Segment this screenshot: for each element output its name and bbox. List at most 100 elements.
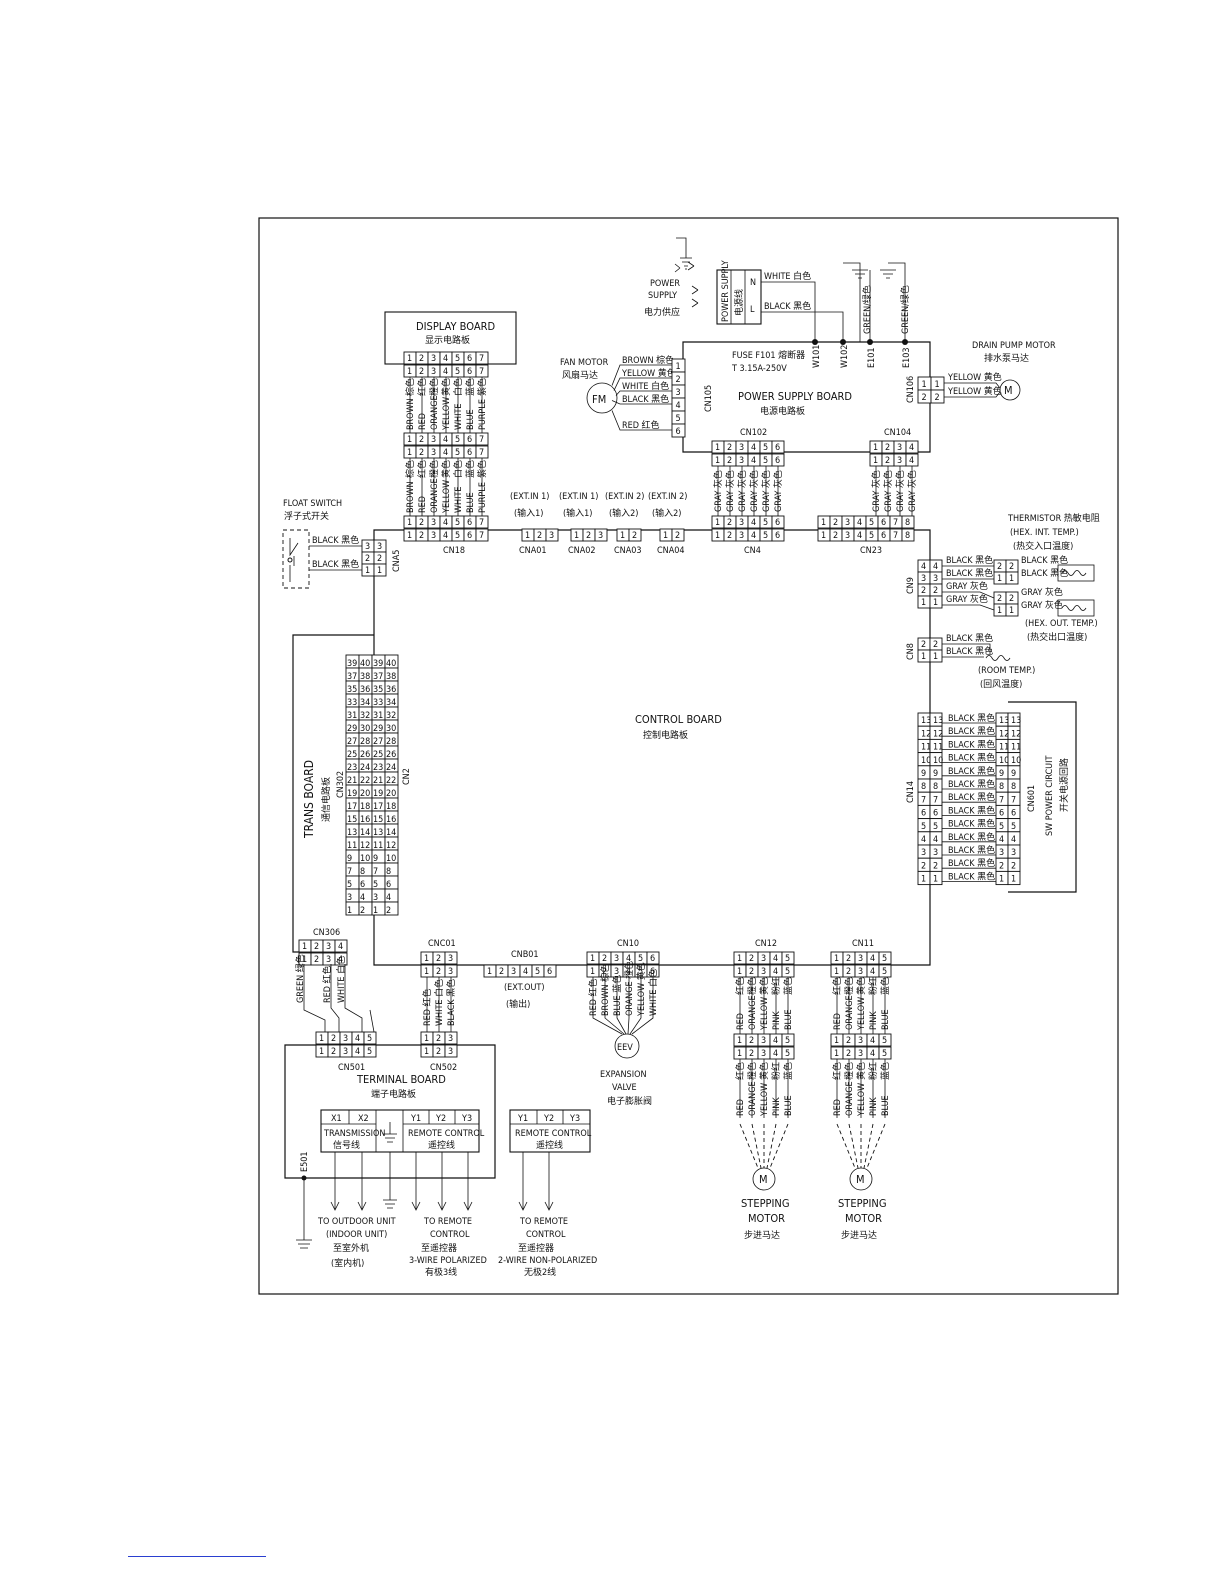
cn106-pin-number: 1 bbox=[922, 380, 927, 390]
gray-wire-label: GRAY 灰色 bbox=[870, 470, 882, 512]
cn14b-pin-number: 2 bbox=[933, 861, 938, 871]
display-wire-color: RED bbox=[418, 496, 428, 513]
eev-wire-label: WHITE 白色 bbox=[647, 969, 659, 1016]
display-wire-color: WHITE bbox=[454, 486, 464, 513]
cn306-pin-number: 3 bbox=[326, 942, 331, 952]
cn601b-pin-number: 11 bbox=[1011, 743, 1021, 753]
trans-wire-white: WHITE 白色 bbox=[335, 956, 347, 1003]
cn23-pin-number: 7 bbox=[893, 518, 898, 528]
fan-wire-label: YELLOW 黄色 bbox=[621, 367, 676, 379]
cn23b-pin-number: 5 bbox=[869, 531, 874, 541]
cn18b-pin-number: 6 bbox=[467, 531, 472, 541]
dest-remote2-l4: 2-WIRE NON-POLARIZED bbox=[498, 1256, 597, 1266]
cn306b-pin bbox=[334, 952, 348, 966]
power-supply-label-cn: 电力供应 bbox=[644, 306, 680, 318]
display-wire-cn: 红色 bbox=[416, 460, 428, 478]
fan-motor-symbol bbox=[586, 382, 618, 414]
step-conn-pin-number: 1 bbox=[737, 954, 742, 964]
cn23-pin-number: 8 bbox=[905, 518, 910, 528]
cn102b-pin-number: 4 bbox=[751, 456, 756, 466]
cnc01-pin-number: 3 bbox=[448, 954, 453, 964]
step-wire-color: YELLOW bbox=[760, 1083, 770, 1117]
cn106b-pin-number: 1 bbox=[935, 380, 940, 390]
cn4b-pin-number: 4 bbox=[751, 531, 756, 541]
cn601-pin-number: 13 bbox=[999, 716, 1009, 726]
cn501-pin-number: 1 bbox=[319, 1034, 324, 1044]
cn2-pin-number: 28 bbox=[386, 737, 396, 747]
cn501b-pin-number: 2 bbox=[331, 1047, 336, 1057]
therm2b-pin-number: 2 bbox=[1009, 594, 1014, 604]
terminal2-y2: Y2 bbox=[543, 1114, 554, 1124]
cn2-pin-number: 13 bbox=[347, 828, 357, 838]
gray-wire-label: GRAY 灰色 bbox=[894, 470, 906, 512]
cn4b-pin bbox=[771, 528, 785, 542]
cn601b-pin bbox=[1007, 870, 1021, 886]
power-plug-label-cn: 电源线 bbox=[733, 289, 745, 316]
hex-out-label: (HEX. OUT. TEMP.) bbox=[1025, 619, 1098, 629]
therm1b-pin-number: 2 bbox=[1009, 562, 1014, 572]
therm1b-pin bbox=[1005, 571, 1019, 585]
cn23-pin-number: 2 bbox=[833, 518, 838, 528]
step-wire-cn: 黄色 bbox=[855, 1062, 867, 1080]
step-wire-cn: 橙色 bbox=[843, 977, 855, 995]
cn2-pin-number: 23 bbox=[347, 763, 357, 773]
display-mid2-pin-number: 3 bbox=[431, 448, 436, 458]
trans-wire-red: RED 红色 bbox=[321, 965, 333, 1003]
hex-out-label-cn: (热交出口温度) bbox=[1027, 631, 1087, 643]
display-top2-pin-number: 1 bbox=[407, 367, 412, 377]
cn2-pin-number: 31 bbox=[347, 711, 357, 721]
cn102b-pin-number: 2 bbox=[727, 456, 732, 466]
cn102-pin-number: 6 bbox=[775, 443, 780, 453]
step-wire-dash bbox=[739, 1123, 759, 1169]
eev-wire bbox=[616, 977, 627, 1035]
cn9b-pin-number: 4 bbox=[933, 562, 938, 572]
cn601-pin-number: 5 bbox=[999, 822, 1004, 832]
footer-rule bbox=[128, 1556, 266, 1557]
cn14-pin-number: 4 bbox=[921, 835, 926, 845]
power-plug bbox=[716, 269, 762, 325]
cn2-pin-number: 6 bbox=[360, 880, 365, 890]
cna5b-pin-number: 2 bbox=[377, 554, 382, 564]
step-conn-pin-number: 5 bbox=[882, 954, 887, 964]
cn14b-pin-number: 10 bbox=[933, 756, 943, 766]
step-conn-pin-number: 5 bbox=[785, 967, 790, 977]
eev-label1: EXPANSION bbox=[600, 1070, 647, 1080]
drain-pump-symbol-text: M bbox=[1004, 384, 1013, 397]
display-wire-cn: 蓝色 bbox=[464, 460, 476, 478]
cn23b-pin-number: 3 bbox=[845, 531, 850, 541]
therm-wire: GRAY 灰色 bbox=[946, 580, 988, 592]
cn14b-pin-number: 1 bbox=[933, 875, 938, 885]
step-wire-cn: 粉红 bbox=[867, 1062, 879, 1080]
terminal-x2: X2 bbox=[358, 1114, 369, 1124]
remote-label-cn: 遥控线 bbox=[428, 1139, 455, 1151]
step-conn-pin-number: 5 bbox=[882, 1036, 887, 1046]
cna5-pin-number: 1 bbox=[365, 566, 370, 576]
cn14b-pin-number: 4 bbox=[933, 835, 938, 845]
cn14-wire-label: BLACK 黑色 bbox=[948, 765, 995, 777]
dest-remote3-l3: 至遥控器 bbox=[421, 1242, 457, 1254]
cn2-pin-number: 16 bbox=[386, 815, 396, 825]
thermistor-coil bbox=[1061, 570, 1087, 576]
step-wire-cn: 橙色 bbox=[746, 1062, 758, 1080]
cn10b-pin-number: 1 bbox=[590, 967, 595, 977]
cnb01-pin bbox=[543, 964, 557, 978]
display-top-pin-number: 5 bbox=[455, 354, 460, 364]
cn18-pin-number: 4 bbox=[443, 518, 448, 528]
display-wire-cn: 蓝色 bbox=[464, 378, 476, 396]
cn14b-pin bbox=[929, 870, 943, 886]
cn601b-pin-number: 3 bbox=[1011, 848, 1016, 858]
ground-symbol-top bbox=[676, 237, 692, 267]
step-conn-pin bbox=[878, 951, 892, 965]
dest-remote3-l1: TO REMOTE bbox=[423, 1217, 472, 1227]
cn2-pin-number: 1 bbox=[347, 906, 352, 916]
display-mid-pin-number: 6 bbox=[467, 435, 472, 445]
cn8-pin-number: 1 bbox=[921, 652, 926, 662]
cn14-pin-number: 7 bbox=[921, 795, 926, 805]
terminal-lead-arrow bbox=[330, 1201, 340, 1211]
point-e103: E103 bbox=[902, 347, 912, 368]
step-conn-pin-number: 3 bbox=[858, 1036, 863, 1046]
cn10b-pin-number: 3 bbox=[614, 967, 619, 977]
cn2-pin-number: 37 bbox=[373, 672, 383, 682]
step-conn-pin-number: 1 bbox=[834, 1036, 839, 1046]
